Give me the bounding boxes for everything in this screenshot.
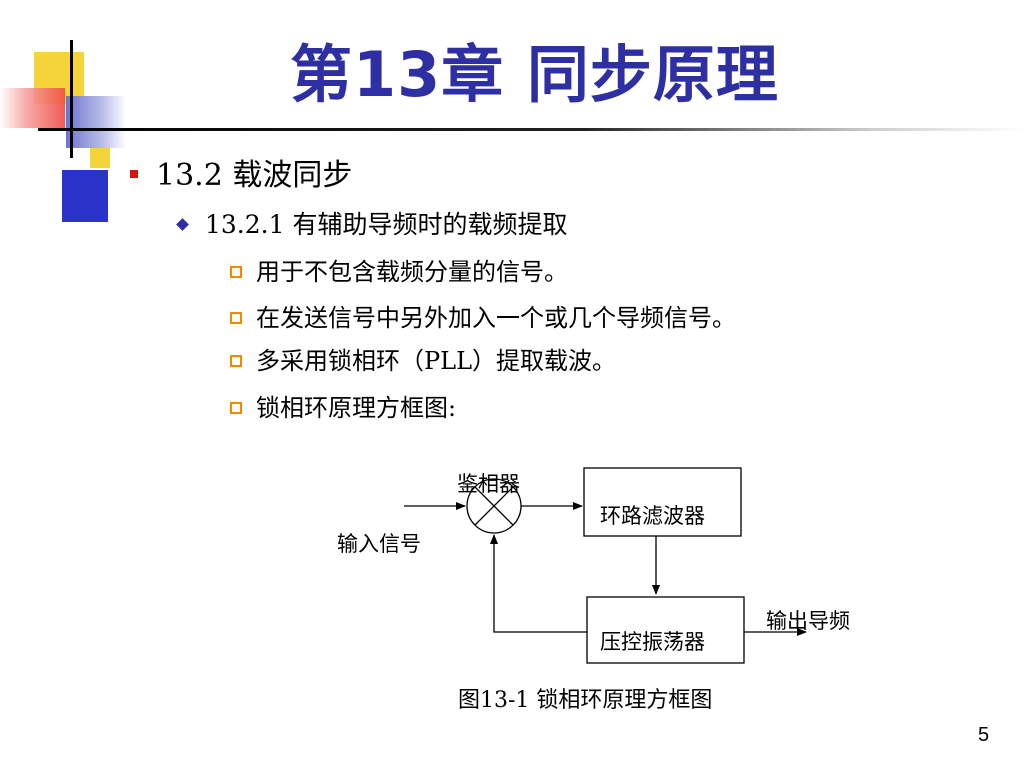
square-bullet-icon <box>130 170 138 178</box>
bullet-level2-text: 13.2.1 有辅助导频时的载频提取 <box>205 210 568 239</box>
hollow-square-bullet-icon <box>230 311 242 324</box>
bullet-level1: 13.2 载波同步 <box>130 156 352 196</box>
decor-blue-gradient-square <box>66 96 126 148</box>
bullet-level3-item: 用于不包含载频分量的信号。 <box>230 256 568 288</box>
bullet-level3-text: 锁相环原理方框图: <box>256 394 457 422</box>
hollow-square-bullet-icon <box>230 354 242 367</box>
loop-filter-label: 环路滤波器 <box>600 504 705 528</box>
phase-detector-multiplier-icon <box>466 478 522 534</box>
loop-filter-box <box>583 467 742 537</box>
page-number: 5 <box>978 724 990 746</box>
input-signal-label: 输入信号 <box>337 532 421 556</box>
vco-box <box>586 596 745 664</box>
decor-blue-square <box>62 170 108 222</box>
decor-red-gradient-bar <box>0 88 65 128</box>
bullet-level3-text: 多采用锁相环（PLL）提取载波。 <box>256 347 617 375</box>
slide-title: 第13章 同步原理 <box>290 38 779 111</box>
feedback-path <box>490 534 587 633</box>
decor-small-yellow-square <box>90 148 110 168</box>
bullet-level3-item: 多采用锁相环（PLL）提取载波。 <box>230 345 616 377</box>
bullet-level3-text: 用于不包含载频分量的信号。 <box>256 258 568 286</box>
phase-detector-label: 鉴相器 <box>457 472 520 496</box>
figure-caption: 图13-1 锁相环原理方框图 <box>458 688 713 713</box>
decor-vertical-line <box>70 40 73 158</box>
bullet-level3-item: 锁相环原理方框图: <box>230 392 456 424</box>
hollow-square-bullet-icon <box>230 265 242 278</box>
bullet-level1-text: 13.2 载波同步 <box>156 158 353 193</box>
output-pilot-label: 输出导频 <box>766 609 850 633</box>
hollow-square-bullet-icon <box>230 401 242 414</box>
vco-label: 压控振荡器 <box>600 630 705 654</box>
bullet-level3-item: 在发送信号中另外加入一个或几个导频信号。 <box>230 302 736 334</box>
bullet-level3-text: 在发送信号中另外加入一个或几个导频信号。 <box>256 304 736 332</box>
bullet-level2: 13.2.1 有辅助导频时的载频提取 <box>176 208 568 242</box>
title-underline <box>38 128 1024 131</box>
